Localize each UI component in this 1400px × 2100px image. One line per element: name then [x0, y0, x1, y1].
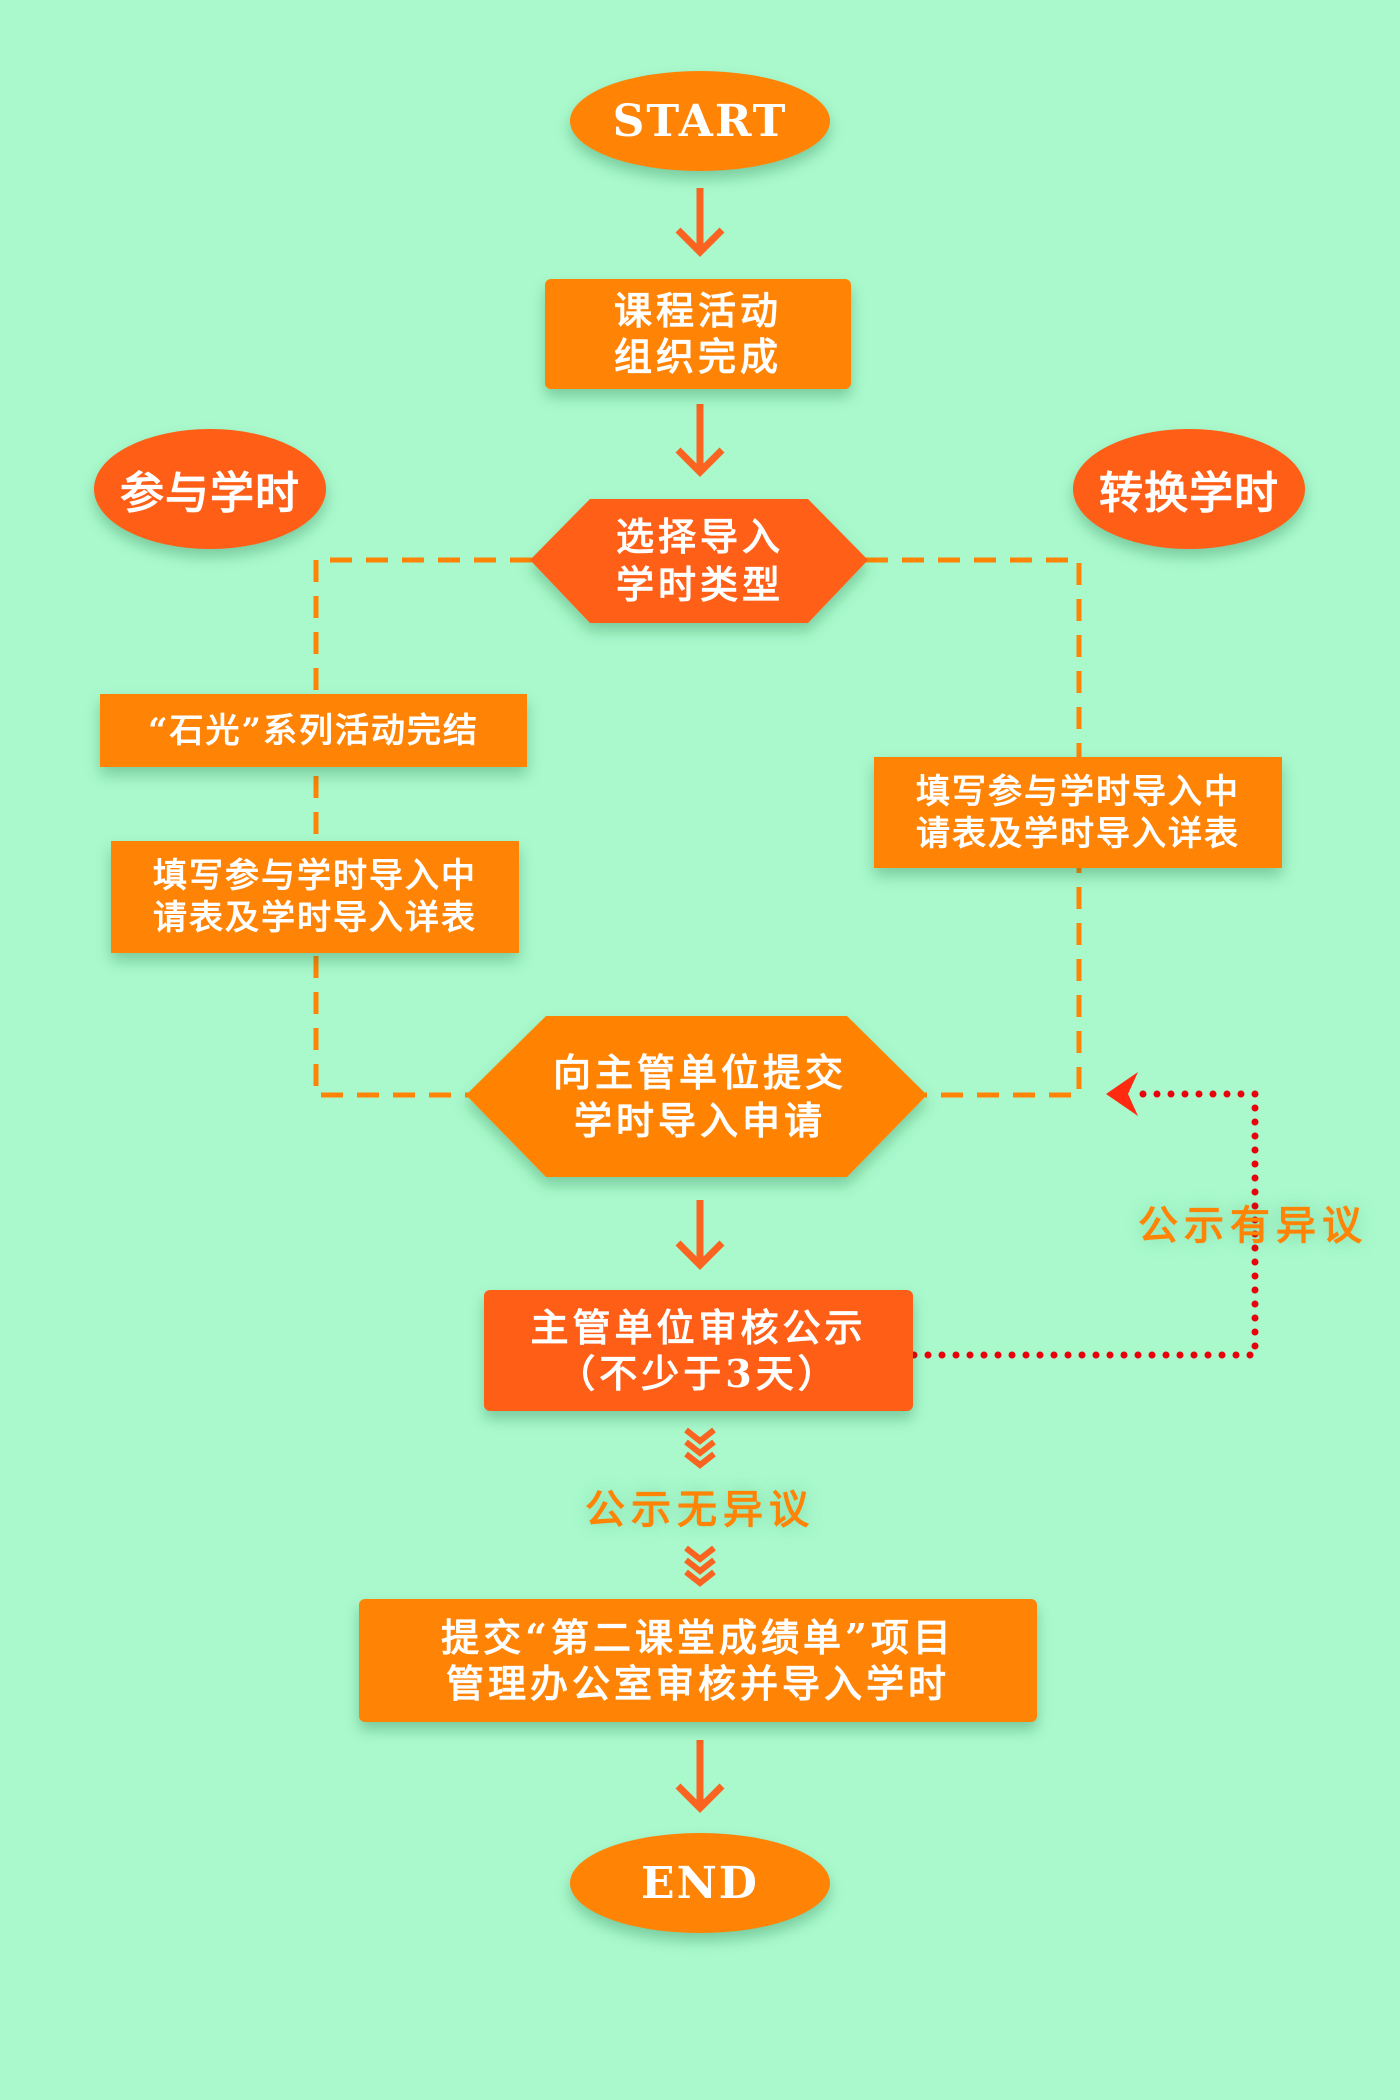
- decision-text-line: 学时类型: [615, 562, 784, 607]
- submit-text-line: 向主管单位提交: [552, 1049, 847, 1095]
- submit-hexagon: [466, 1016, 927, 1177]
- step-text-line: 主管单位审核公示: [530, 1304, 867, 1350]
- decision-hexagon: [530, 499, 868, 623]
- dashed-branch-left: [313, 557, 532, 1098]
- arrow-submit-to-review: [675, 1200, 725, 1270]
- end-terminal: END: [570, 1833, 830, 1933]
- step-text-line: 请表及学时导入详表: [153, 898, 477, 938]
- arrow-start-to-step1: [675, 188, 725, 257]
- chevron-down-icon: [684, 1427, 716, 1469]
- step-activity-completed: 课程活动 组织完成: [545, 279, 851, 389]
- dotted-feedback-loop: [910, 1090, 1259, 1359]
- chevron-down-icon: [684, 1545, 716, 1587]
- step-right-fill-forms: 填写参与学时导入中 请表及学时导入详表: [874, 757, 1282, 868]
- decision-label: 选择导入 学时类型: [560, 499, 840, 623]
- submit-label: 向主管单位提交 学时导入申请: [510, 1016, 890, 1177]
- decision-text-line: 选择导入: [615, 514, 784, 559]
- step-text-line: （不少于3天）: [557, 1350, 840, 1396]
- step-text-line: 请表及学时导入详表: [916, 813, 1240, 854]
- arrow-step1-to-decision: [675, 404, 725, 477]
- step-text-line: 组织完成: [613, 334, 782, 379]
- step-text-line: 填写参与学时导入中: [153, 856, 477, 896]
- objection-label: 公示有异议: [1138, 1202, 1368, 1249]
- step-left-fill-forms: 填写参与学时导入中 请表及学时导入详表: [111, 841, 519, 953]
- step-text-line: 课程活动: [613, 288, 782, 333]
- submit-text-line: 学时导入申请: [573, 1097, 826, 1143]
- step-text-line: 管理办公室审核并导入学时: [445, 1660, 950, 1706]
- no-objection-label: 公示无异议: [585, 1486, 815, 1533]
- tag-participation-hours: 参与学时: [94, 429, 326, 549]
- start-terminal: START: [570, 71, 830, 171]
- feedback-arrowhead-icon: [1106, 1072, 1138, 1116]
- step-text-line: 提交“第二课堂成绩单”项目: [441, 1614, 955, 1660]
- step-text-line: 填写参与学时导入中: [916, 771, 1240, 812]
- arrow-final-to-end: [675, 1740, 725, 1813]
- step-final-import: 提交“第二课堂成绩单”项目 管理办公室审核并导入学时: [359, 1599, 1037, 1722]
- step-review-publicity: 主管单位审核公示 （不少于3天）: [484, 1290, 913, 1411]
- tag-conversion-hours: 转换学时: [1073, 429, 1305, 549]
- step-shiguang-completed: “石光”系列活动完结: [100, 694, 527, 767]
